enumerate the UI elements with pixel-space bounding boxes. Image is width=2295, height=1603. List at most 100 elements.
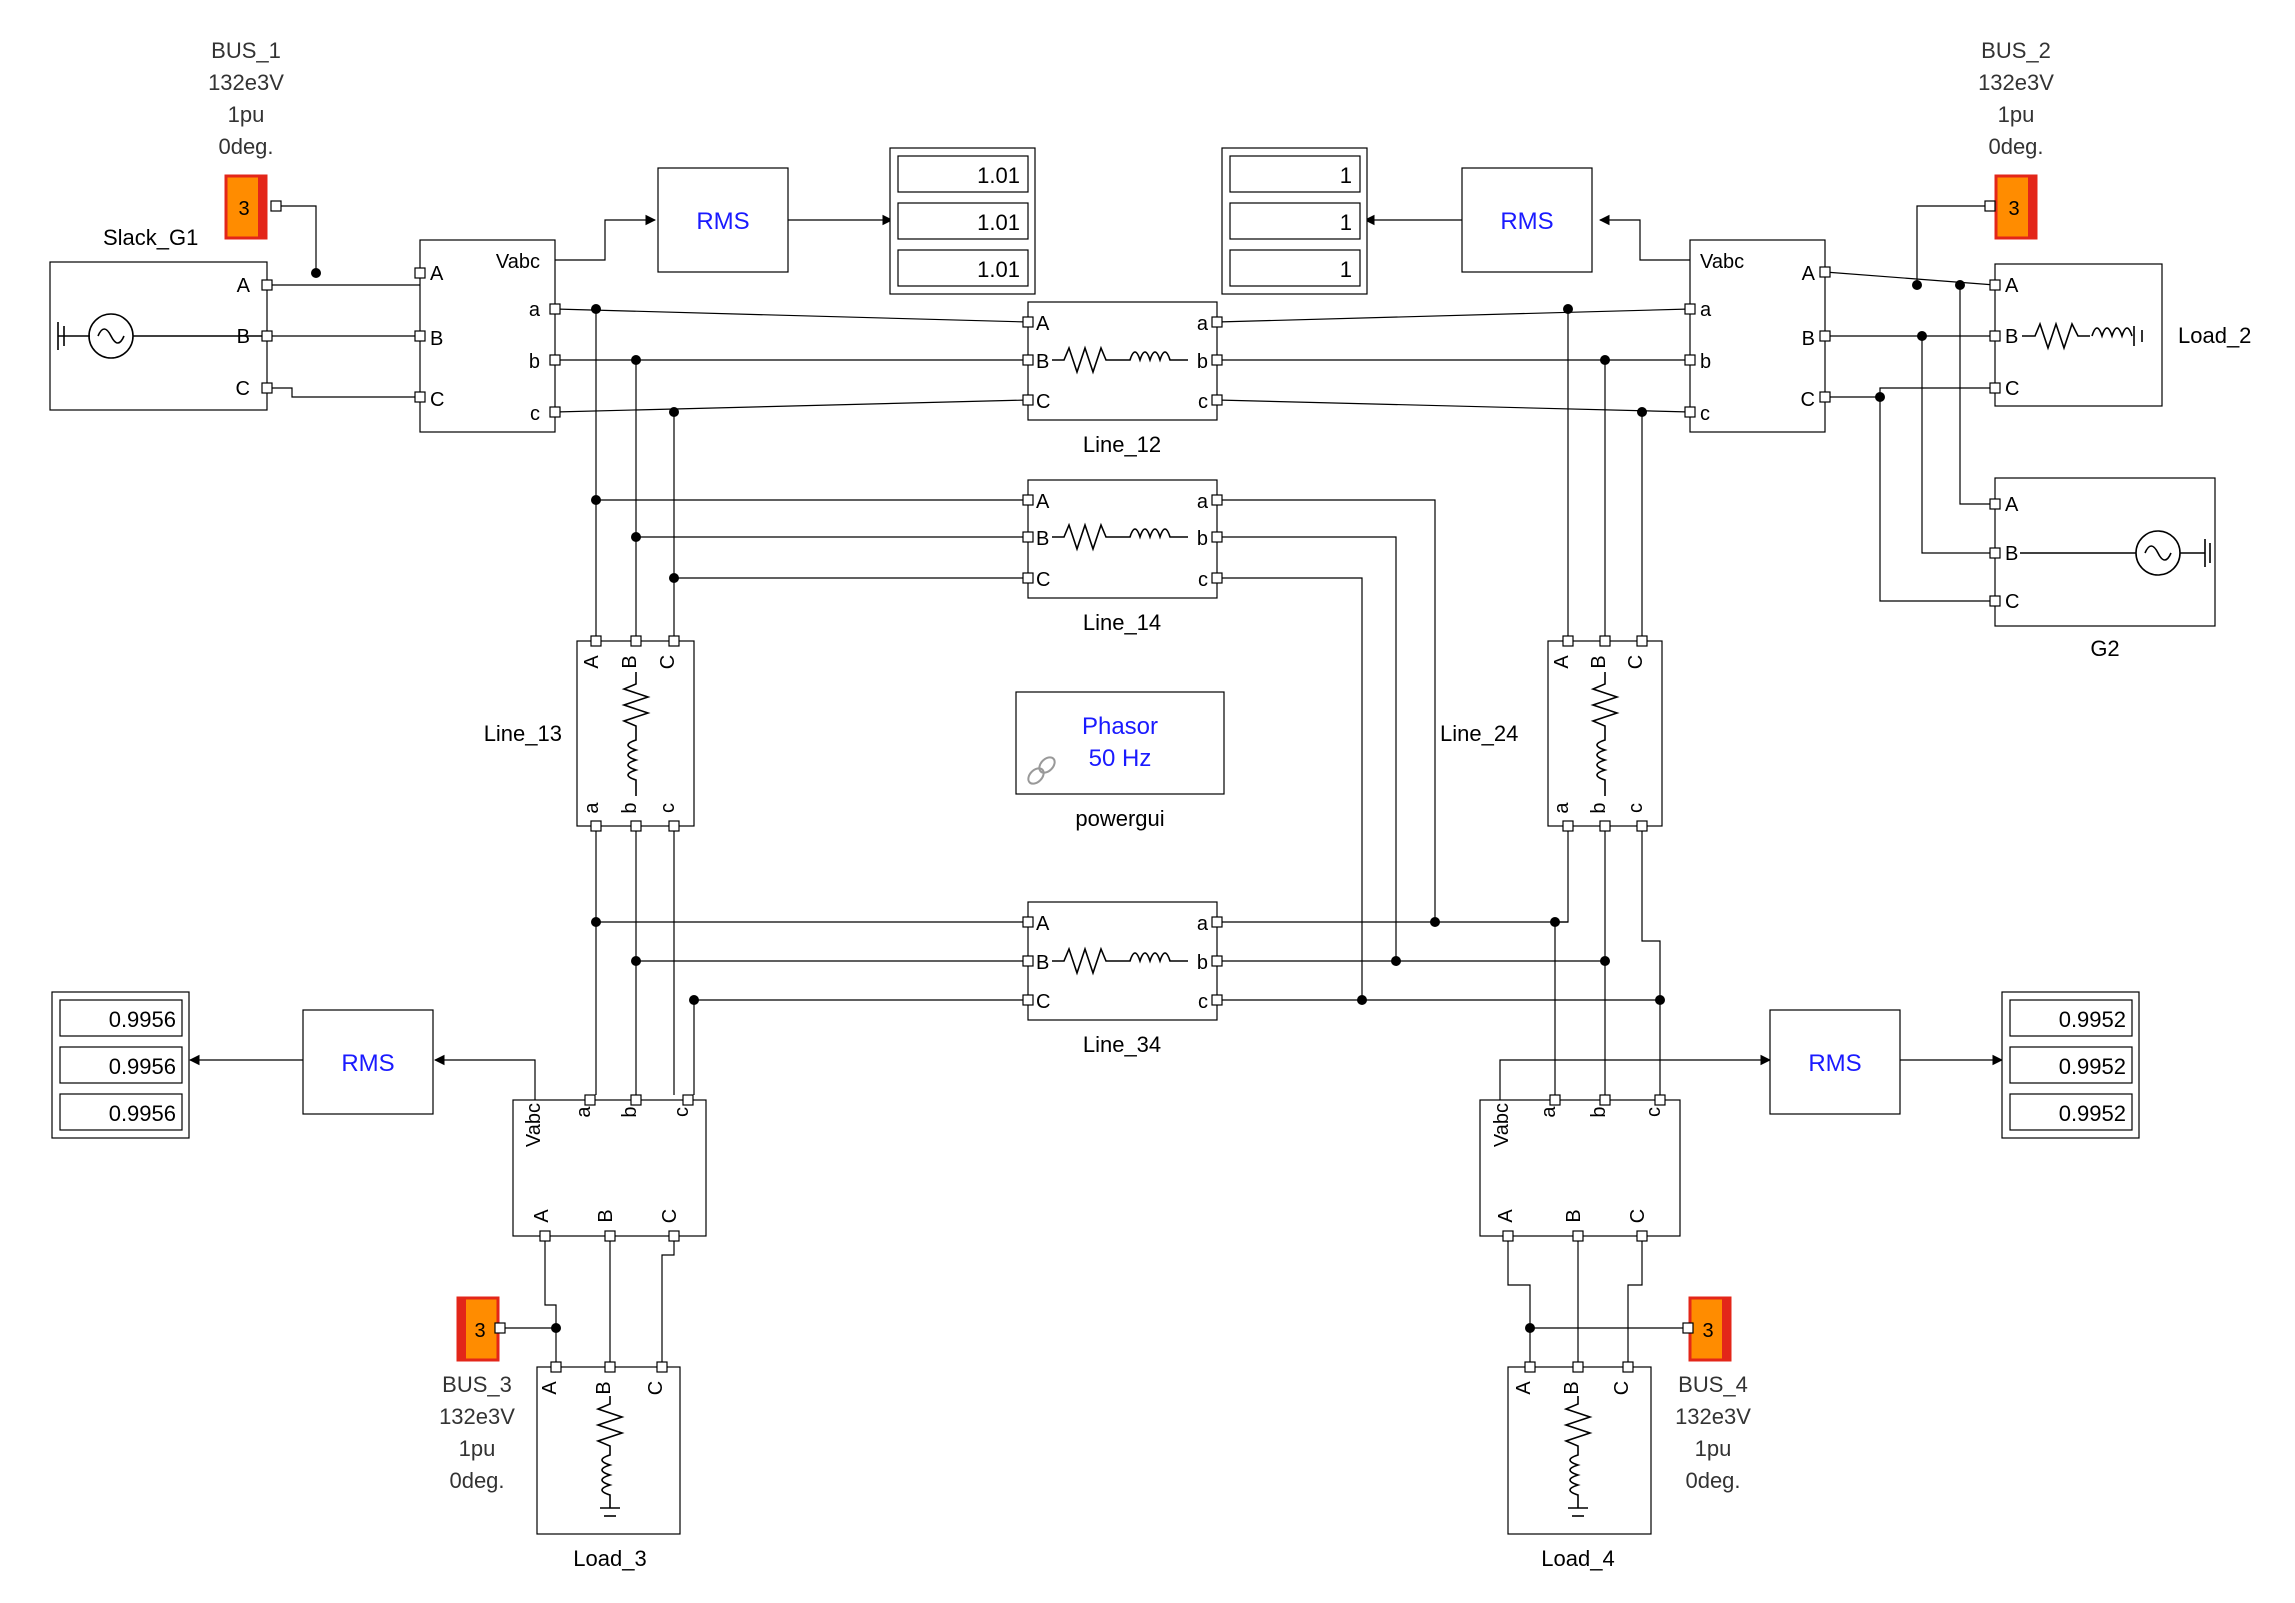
port-square[interactable] — [1022, 394, 1034, 406]
port-square[interactable] — [1502, 1230, 1514, 1242]
port-square[interactable] — [1819, 266, 1831, 278]
port-square[interactable] — [1989, 382, 2001, 394]
powergui-block[interactable]: Phasor 50 Hz powergui — [1015, 691, 1225, 831]
port-square[interactable] — [549, 303, 561, 315]
port-square[interactable] — [1684, 354, 1696, 366]
port-square[interactable] — [1572, 1361, 1584, 1373]
vi-measurement-bus2[interactable]: Vabc A B C a b c — [1689, 239, 1826, 433]
port-square[interactable] — [1211, 955, 1223, 967]
port-square[interactable] — [1599, 1094, 1611, 1106]
port-square[interactable] — [630, 1094, 642, 1106]
port-square[interactable] — [1599, 820, 1611, 832]
line-13[interactable]: A B C a b c Line_13 — [484, 640, 695, 827]
port-square[interactable] — [261, 382, 273, 394]
port-square[interactable] — [1022, 531, 1034, 543]
port-label: a — [1700, 299, 1712, 321]
port-square[interactable] — [590, 635, 602, 647]
port-square[interactable] — [1549, 1094, 1561, 1106]
load-3[interactable]: A B C Load_3 — [536, 1366, 681, 1571]
port-square[interactable] — [1684, 303, 1696, 315]
port-square[interactable] — [1211, 354, 1223, 366]
port-square[interactable] — [604, 1230, 616, 1242]
port-square[interactable] — [1654, 1094, 1666, 1106]
port-label: c — [657, 803, 679, 813]
port-square[interactable] — [584, 1094, 596, 1106]
port-square[interactable] — [1599, 635, 1611, 647]
port-square[interactable] — [1211, 531, 1223, 543]
port-square[interactable] — [1989, 279, 2001, 291]
port-square[interactable] — [590, 820, 602, 832]
line-14[interactable]: A B C a b c Line_14 — [1027, 479, 1218, 635]
line-24[interactable]: A B C a b c Line_24 — [1440, 640, 1663, 827]
rms-block-bus3[interactable]: RMS — [302, 1009, 434, 1115]
port-square[interactable] — [549, 406, 561, 418]
port-square[interactable] — [1636, 1230, 1648, 1242]
port-square[interactable] — [1562, 635, 1574, 647]
port-square[interactable] — [1524, 1361, 1536, 1373]
port-square[interactable] — [668, 635, 680, 647]
port-square[interactable] — [550, 1361, 562, 1373]
port-square[interactable] — [1211, 316, 1223, 328]
line-12[interactable]: A B C a b c Line_12 — [1027, 301, 1218, 457]
load-2[interactable]: A B C Load_2 — [1994, 263, 2251, 407]
port-square[interactable] — [1022, 955, 1034, 967]
port-square[interactable] — [1819, 391, 1831, 403]
port-square[interactable] — [494, 1322, 506, 1334]
port-square[interactable] — [1989, 595, 2001, 607]
port-square[interactable] — [1989, 498, 2001, 510]
port-square[interactable] — [1211, 994, 1223, 1006]
port-square[interactable] — [1211, 916, 1223, 928]
vi-measurement-bus3[interactable]: Vabc a b c A B C — [512, 1099, 707, 1237]
display-value: 0.9956 — [109, 1007, 176, 1032]
port-square[interactable] — [1022, 916, 1034, 928]
port-square[interactable] — [1022, 316, 1034, 328]
port-square[interactable] — [1211, 394, 1223, 406]
display-value: 1 — [1340, 210, 1352, 235]
vi-measurement-bus4[interactable]: Vabc a b c A B C — [1479, 1099, 1681, 1237]
port-square[interactable] — [1684, 406, 1696, 418]
port-square[interactable] — [630, 635, 642, 647]
bus-2[interactable]: BUS_2 132e3V 1pu 0deg. 3 — [1978, 38, 2054, 240]
port-square[interactable] — [682, 1094, 694, 1106]
port-square[interactable] — [414, 267, 426, 279]
port-square[interactable] — [1984, 200, 1996, 212]
port-square[interactable] — [1572, 1230, 1584, 1242]
port-square[interactable] — [414, 391, 426, 403]
port-square[interactable] — [668, 820, 680, 832]
rms-block-bus1[interactable]: RMS — [657, 167, 789, 273]
port-square[interactable] — [1819, 330, 1831, 342]
port-square[interactable] — [1022, 572, 1034, 584]
port-square[interactable] — [1022, 354, 1034, 366]
port-square[interactable] — [668, 1230, 680, 1242]
port-square[interactable] — [549, 354, 561, 366]
rms-block-bus2[interactable]: RMS — [1461, 167, 1593, 273]
port-square[interactable] — [1211, 494, 1223, 506]
line-34[interactable]: A B C a b c Line_34 — [1027, 901, 1218, 1057]
port-square[interactable] — [1622, 1361, 1634, 1373]
generator-g2[interactable]: A B C G2 — [1994, 477, 2216, 661]
port-square[interactable] — [1989, 547, 2001, 559]
slack-generator[interactable]: A B C Slack_G1 — [49, 225, 268, 411]
port-square[interactable] — [1682, 1322, 1694, 1334]
port-square[interactable] — [604, 1361, 616, 1373]
vi-measurement-bus1[interactable]: Vabc A B C a b c — [419, 239, 556, 433]
port-square[interactable] — [414, 330, 426, 342]
rms-block-bus4[interactable]: RMS — [1769, 1009, 1901, 1115]
port-square[interactable] — [1989, 330, 2001, 342]
port-square[interactable] — [539, 1230, 551, 1242]
port-square[interactable] — [270, 200, 282, 212]
port-square[interactable] — [1636, 635, 1648, 647]
port-square[interactable] — [261, 330, 273, 342]
rl-icon — [1052, 522, 1188, 552]
bus-3[interactable]: 3 BUS_3 132e3V 1pu 0deg. — [439, 1296, 515, 1493]
port-square[interactable] — [1022, 494, 1034, 506]
port-square[interactable] — [656, 1361, 668, 1373]
port-square[interactable] — [261, 279, 273, 291]
load-4[interactable]: A B C Load_4 — [1507, 1366, 1652, 1571]
bus-1[interactable]: BUS_1 132e3V 1pu 0deg. 3 — [208, 38, 284, 240]
port-square[interactable] — [1211, 572, 1223, 584]
port-square[interactable] — [1636, 820, 1648, 832]
port-square[interactable] — [1562, 820, 1574, 832]
port-square[interactable] — [630, 820, 642, 832]
port-square[interactable] — [1022, 994, 1034, 1006]
